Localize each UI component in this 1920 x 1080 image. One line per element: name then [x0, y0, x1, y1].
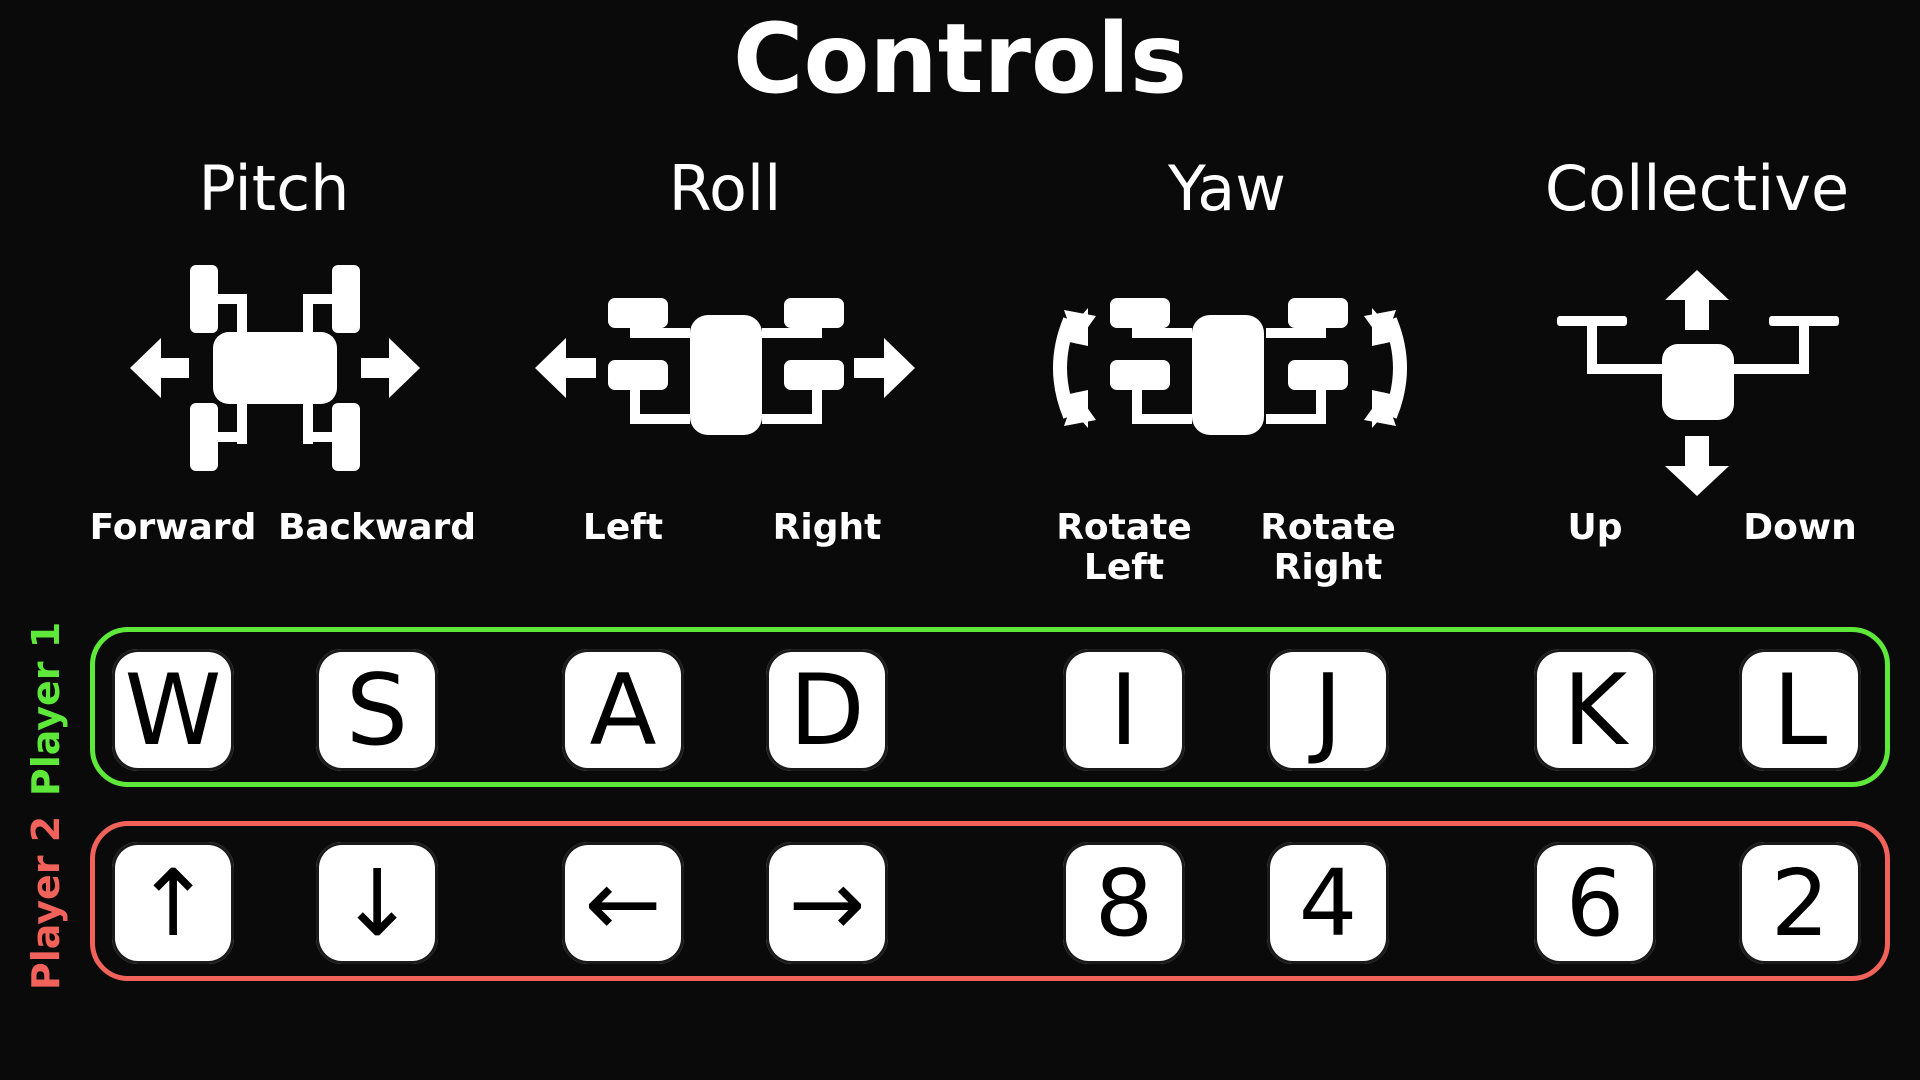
key-p2-backward: ↓ [316, 842, 438, 964]
key-p2-left: ← [562, 842, 684, 964]
section-title-collective: Collective [1544, 152, 1850, 225]
key-p1-rotate-left: I [1063, 649, 1185, 771]
drone-roll-icon [535, 298, 915, 435]
section-title-roll: Roll [668, 152, 782, 225]
key-p2-right: → [766, 842, 888, 964]
action-label-forward: Forward [89, 507, 257, 548]
section-title-pitch: Pitch [198, 152, 350, 225]
key-p2-up: 6 [1534, 842, 1656, 964]
key-p1-up: K [1534, 649, 1656, 771]
key-p2-rotate-left: 8 [1063, 842, 1185, 964]
key-p2-down: 2 [1739, 842, 1861, 964]
drone-yaw-icon [1053, 298, 1407, 435]
key-p1-backward: S [316, 649, 438, 771]
key-p1-left: A [562, 649, 684, 771]
action-label-rotate-right: Rotate Right [1260, 507, 1396, 588]
section-title-yaw: Yaw [1167, 152, 1287, 225]
action-label-down: Down [1743, 507, 1857, 548]
action-label-up: Up [1567, 507, 1623, 548]
key-p1-forward: W [112, 649, 234, 771]
key-p1-down: L [1739, 649, 1861, 771]
action-label-left: Left [582, 507, 664, 548]
action-label-right: Right [772, 507, 882, 548]
action-label-backward: Backward [277, 507, 477, 548]
player-1-keybind-row [90, 627, 1890, 787]
action-label-rotate-left: Rotate Left [1056, 507, 1192, 588]
key-p1-rotate-right: J [1267, 649, 1389, 771]
player-1-label: Player 1 [24, 621, 68, 797]
player-2-label: Player 2 [24, 815, 68, 991]
player-2-keybind-row [90, 821, 1890, 981]
page-title: Controls [733, 3, 1187, 115]
drone-pitch-icon [130, 265, 420, 471]
key-p1-right: D [766, 649, 888, 771]
key-p2-rotate-right: 4 [1267, 842, 1389, 964]
drone-collective-icon [1557, 270, 1839, 496]
key-p2-forward: ↑ [112, 842, 234, 964]
